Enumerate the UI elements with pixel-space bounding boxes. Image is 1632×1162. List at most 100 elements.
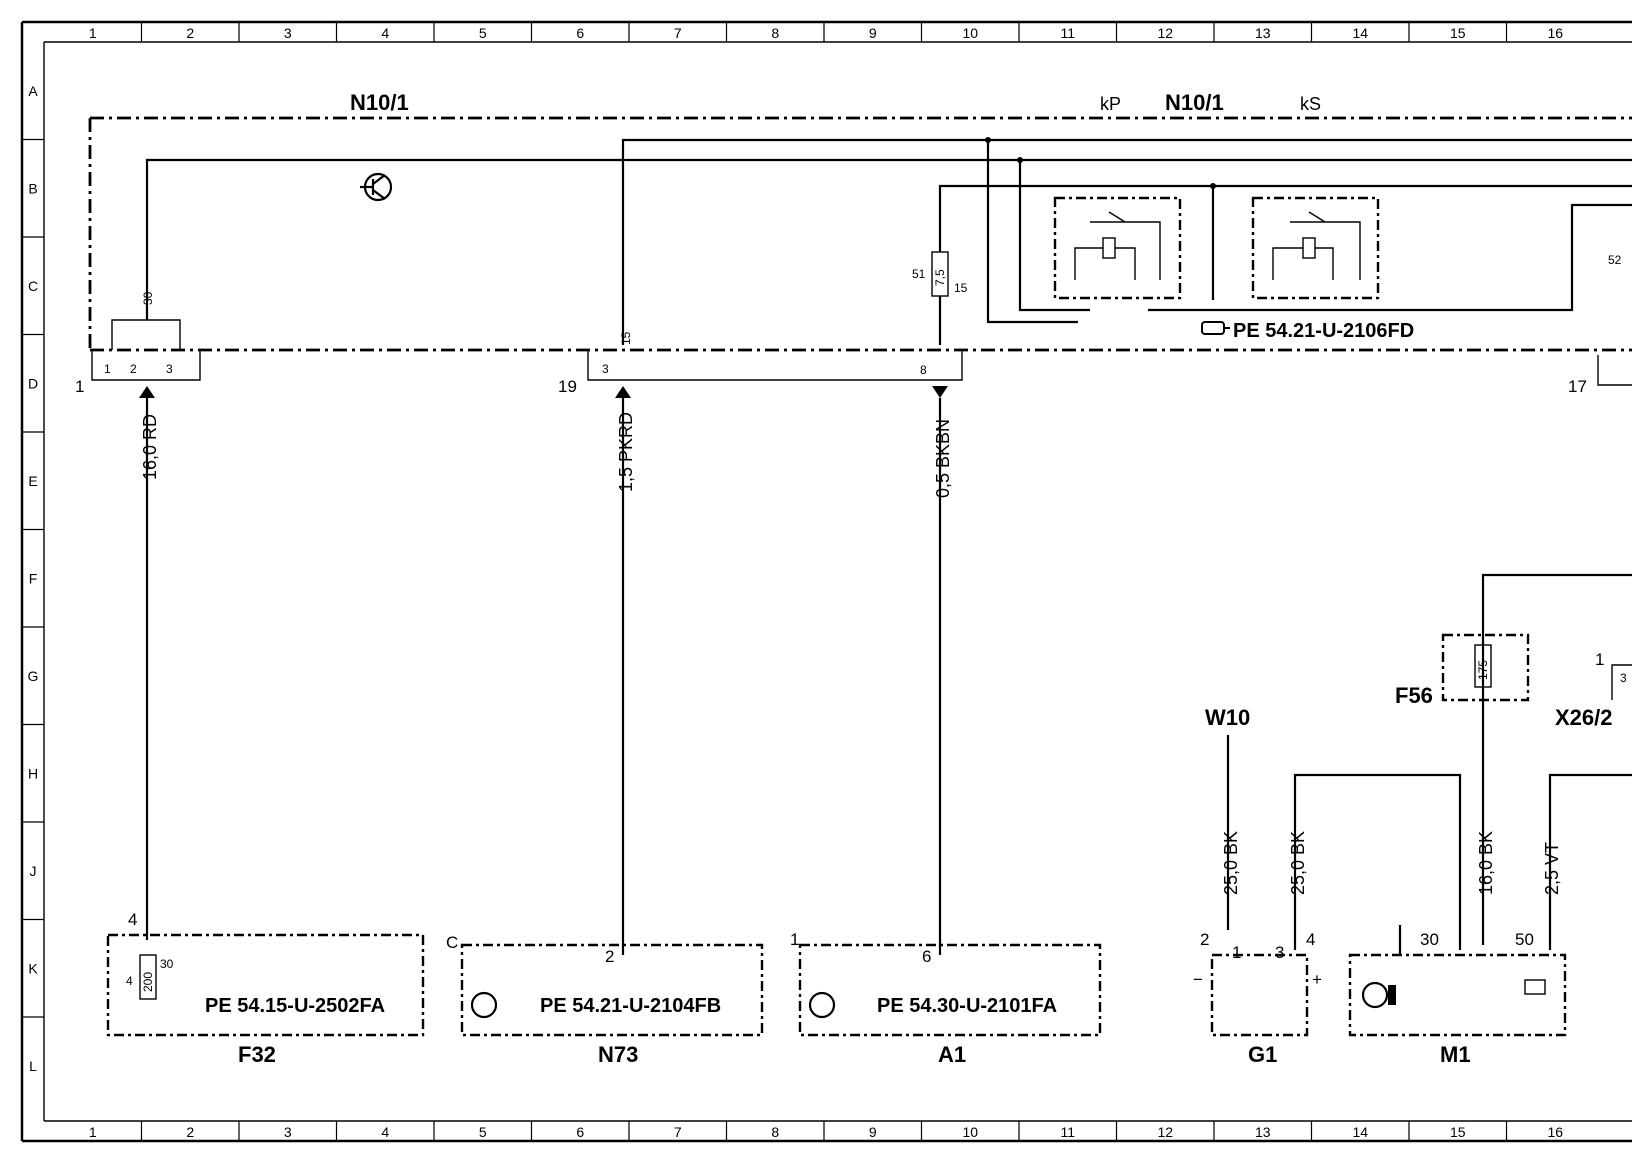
grid-row-label: F — [29, 570, 38, 586]
pin-15b: 15 — [954, 281, 968, 295]
grid-column-label: 8 — [771, 1124, 779, 1140]
wire-label-16bk: 16,0 BK — [1476, 831, 1496, 895]
relay-ks — [1251, 196, 1380, 300]
x26-pin-1: 1 — [1595, 650, 1604, 669]
connector-x26-2: 1 3 X26/2 — [1555, 650, 1632, 730]
grid-column-label: 1 — [89, 25, 97, 41]
grid-column-label: 6 — [576, 25, 584, 41]
grid-column-label: 4 — [381, 25, 389, 41]
f32-pin-4b: 4 — [126, 974, 133, 988]
grid-column-label: 3 — [284, 25, 292, 41]
connector-17: 17 — [1568, 355, 1632, 396]
module-wiring: 52 — [145, 137, 1632, 345]
grid-column-label: 2 — [186, 1124, 194, 1140]
pin-3b: 3 — [166, 362, 173, 376]
g1-label: G1 — [1248, 1042, 1277, 1067]
pin-17: 17 — [1568, 377, 1587, 396]
grid-column-label: 13 — [1255, 25, 1271, 41]
n73-reference-link[interactable]: PE 54.21-U-2104FB — [540, 995, 721, 1017]
grid-row-label: K — [28, 960, 38, 976]
fuse-f56: 175 F56 16,0 BK — [1395, 573, 1632, 945]
grid-row-label: A — [28, 83, 38, 99]
a1-pin-1: 1 — [790, 930, 799, 949]
f32-pin-30: 30 — [160, 957, 174, 971]
grid-column-label: 8 — [771, 25, 779, 41]
relay-reference-link[interactable]: PE 54.21-U-2106FD — [1233, 320, 1414, 342]
grid-row-label: C — [28, 278, 38, 294]
g1-minus: − — [1193, 970, 1203, 989]
m1-pin-50: 50 — [1515, 930, 1534, 949]
grid-column-label: 6 — [576, 1124, 584, 1140]
relay-kp — [1053, 196, 1182, 300]
a1-reference-link[interactable]: PE 54.30-U-2101FA — [877, 995, 1057, 1017]
pin-19: 19 — [558, 377, 577, 396]
n73-pin-2: 2 — [605, 947, 614, 966]
grid-row-label: J — [30, 863, 37, 879]
wire-label-1-5pkrd: 1,5 PKRD — [616, 412, 636, 492]
connector-19: 19 3 15 — [558, 331, 963, 955]
grid-column-label: 5 — [479, 1124, 487, 1140]
grid-column-label: 12 — [1157, 1124, 1173, 1140]
x26-2-label: X26/2 — [1555, 705, 1613, 730]
grid-column-label: 13 — [1255, 1124, 1271, 1140]
wire-label-25bk-a: 25,0 BK — [1221, 831, 1241, 895]
transistor-icon — [360, 172, 393, 202]
pin-3c: 3 — [602, 362, 609, 376]
grid-column-label: 5 — [479, 25, 487, 41]
m1-label: M1 — [1440, 1042, 1471, 1067]
n73-pin-c: C — [446, 933, 458, 952]
n73-label: N73 — [598, 1042, 638, 1067]
grid-column-label: 15 — [1450, 25, 1466, 41]
instrument-cluster-a1: 1 6 PE 54.30-U-2101FA A1 — [790, 930, 1102, 1067]
grid-row-label: L — [29, 1058, 37, 1074]
grid-column-label: 14 — [1352, 25, 1368, 41]
fuse-block-f32: 200 4 4 30 PE 54.15-U-2502FA F32 — [106, 910, 425, 1067]
grid-column-label: 15 — [1450, 1124, 1466, 1140]
f32-pin-4: 4 — [128, 910, 137, 929]
pin-15: 15 — [619, 331, 633, 345]
grid-column-label: 10 — [962, 25, 978, 41]
grid-column-label: 9 — [869, 25, 877, 41]
a1-label: A1 — [938, 1042, 966, 1067]
grid-column-label: 11 — [1060, 25, 1075, 41]
kp-label: kP — [1100, 94, 1121, 114]
grid-column-label: 7 — [674, 1124, 682, 1140]
ks-label: kS — [1300, 94, 1321, 114]
grid-column-label: 3 — [284, 1124, 292, 1140]
pointing-hand-icon — [1201, 321, 1230, 335]
wire-label-0-5bkbn: 0,5 BKBN — [933, 419, 953, 498]
pin-52: 52 — [1608, 253, 1622, 267]
f32-reference-link[interactable]: PE 54.15-U-2502FA — [205, 995, 385, 1017]
g1-pin-4: 4 — [1306, 930, 1315, 949]
pin-2b: 2 — [130, 362, 137, 376]
pin-30: 30 — [141, 291, 155, 305]
pin-1b: 1 — [104, 362, 111, 376]
grid-column-label: 4 — [381, 1124, 389, 1140]
grid-row-label: D — [28, 375, 38, 391]
n10-1-module: N10/1 N10/1 kP kS — [88, 90, 1632, 352]
n10-1-right-label: N10/1 — [1165, 90, 1224, 115]
fuse-7-5-value: 7,5 — [933, 269, 947, 286]
m1-pin-30: 30 — [1420, 930, 1439, 949]
wire-label-25bk-b: 25,0 BK — [1288, 831, 1308, 895]
grid-column-label: 10 — [962, 1124, 978, 1140]
f56-label: F56 — [1395, 683, 1433, 708]
n10-1-left-label: N10/1 — [350, 90, 409, 115]
grid-column-label: 14 — [1352, 1124, 1368, 1140]
f56-fuse-value: 175 — [1476, 660, 1490, 680]
grid-column-label: 16 — [1547, 1124, 1563, 1140]
grid-column-label: 7 — [674, 25, 682, 41]
pin-51: 51 — [912, 267, 926, 281]
grid-row-label: G — [28, 668, 39, 684]
grid-row-label: E — [28, 473, 37, 489]
grid-row-label: H — [28, 765, 38, 781]
g1-plus: + — [1312, 970, 1322, 989]
grid-column-label: 16 — [1547, 25, 1563, 41]
grid-column-label: 1 — [89, 1124, 97, 1140]
grid-column-label: 12 — [1157, 25, 1173, 41]
a1-pin-6: 6 — [922, 947, 931, 966]
